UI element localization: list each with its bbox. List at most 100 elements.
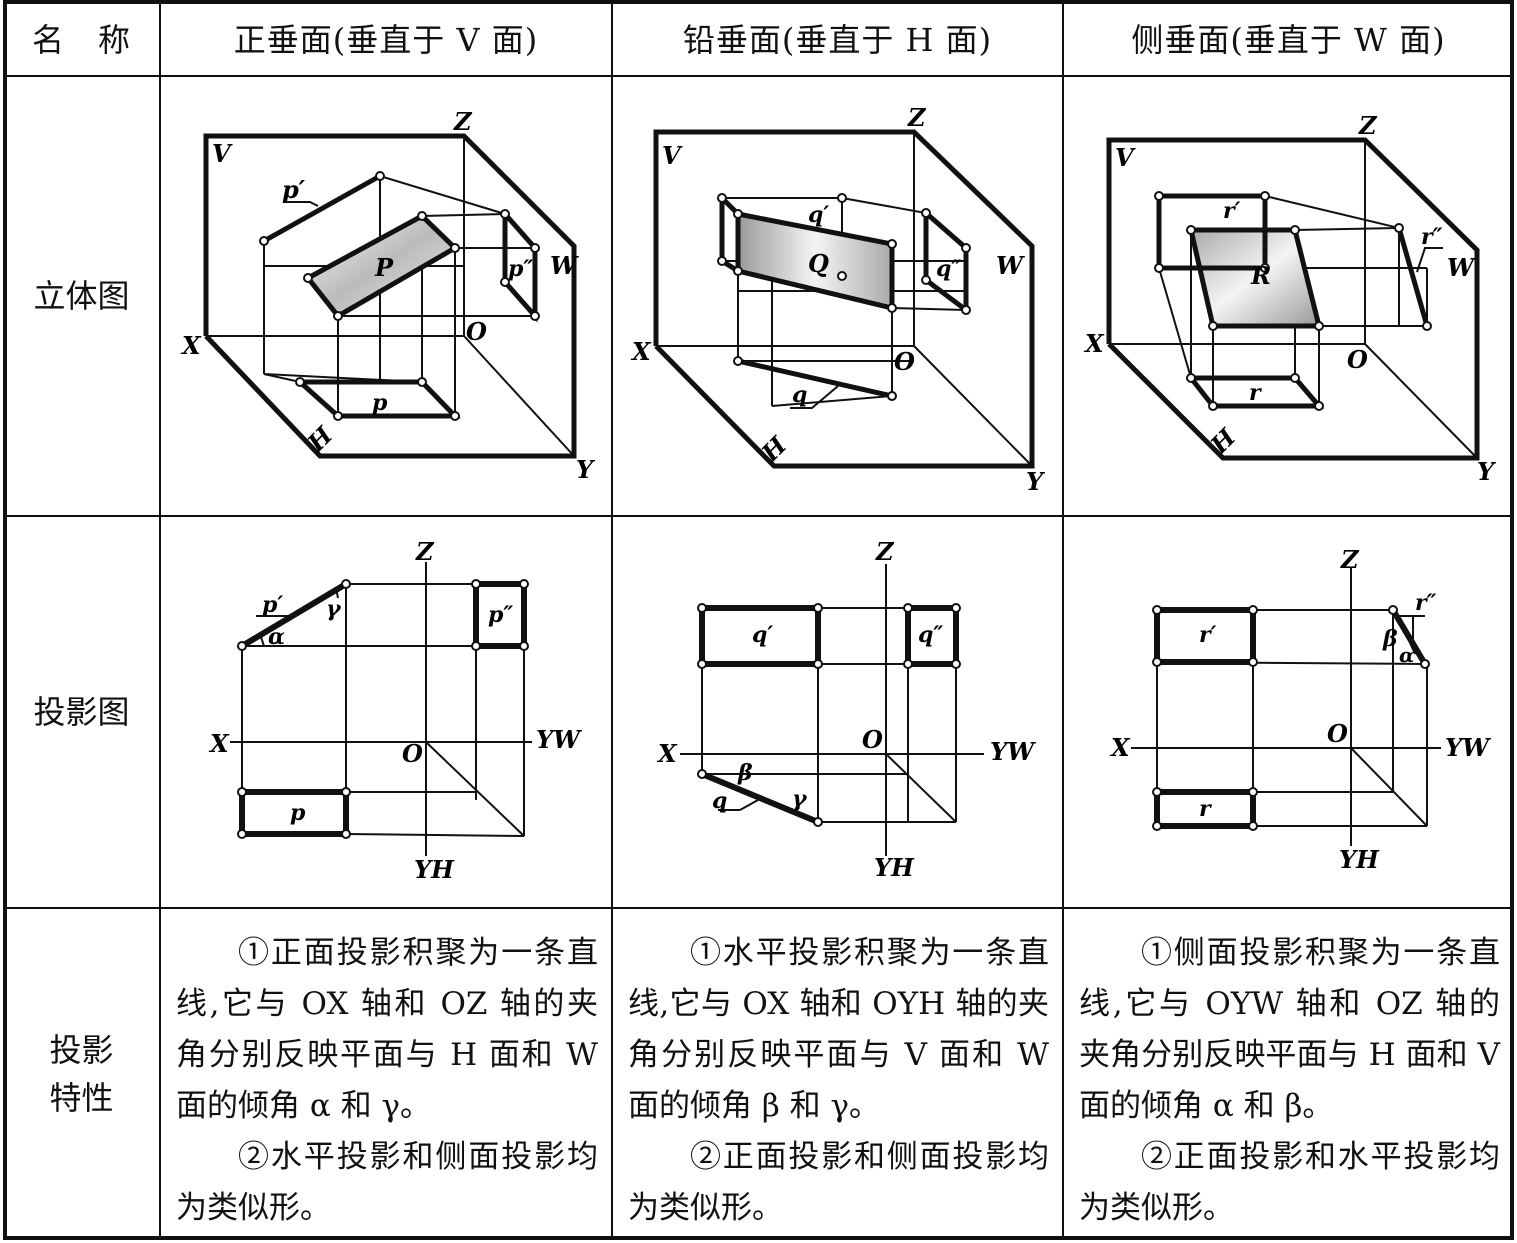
row-label-properties-line2: 特性 [49,1079,114,1117]
side-projection-p [473,581,527,649]
label-front-q: q′ [752,622,773,648]
properties-col1-p1: ①正面投影积聚为一条直线,它与 OX 轴和 OZ 轴的夹角分别反映平面与 H 面… [176,935,598,1124]
label-axis-x: X [208,729,230,758]
side-projection-r [1396,227,1430,327]
top-projection-q [737,358,893,399]
label-axis-yh: YH [1339,845,1380,874]
label-origin: O [1327,719,1348,748]
top-projection-q [700,771,820,825]
properties-col2-p1: ①水平投影积聚为一条直线,它与 OX 轴和 OYH 轴的夹角分别反映平面与 V … [628,935,1049,1124]
projection-lines [241,583,525,837]
header-horizontal-perpendicular: 铅垂面(垂直于 H 面) [682,21,993,59]
label-top-q: q [792,382,807,408]
top-projection-p [239,789,349,837]
vertex-dots [1154,191,1432,411]
label-axis-z: Z [875,537,895,566]
projection-diagram-col2: q′ q″ q β γ Z X YW YH O [656,537,1036,882]
label-plane-v: V [1115,143,1136,172]
row-divider [3,515,1514,517]
side-projection-q [905,605,959,667]
label-axis-yh: YH [414,855,455,884]
label-top-r: r [1249,380,1262,406]
row-label-properties: 投影 特性 [3,908,160,1240]
table-border-left [3,0,7,1240]
properties-col3-p1: ①侧面投影积聚为一条直线,它与 OYW 轴和 OZ 轴的夹角分别反映平面与 H … [1079,935,1500,1124]
label-plane-h: H [1204,422,1242,460]
table-border-top [3,0,1514,4]
label-axis-z: Z [907,103,927,132]
label-front-r: r′ [1223,198,1241,224]
label-side-r: r″ [1415,590,1437,616]
properties-col2: ①水平投影积聚为一条直线,它与 OX 轴和 OYH 轴的夹角分别反映平面与 V … [612,908,1063,1240]
vertex-dots [717,193,971,401]
y-axis-line [913,345,1033,467]
column-divider [1062,0,1064,1240]
label-plane-q: Q [808,249,829,278]
properties-col3: ①侧面投影积聚为一条直线,它与 OYW 轴和 OZ 轴的夹角分别反映平面与 H … [1063,908,1514,1240]
label-front-r: r′ [1199,622,1217,648]
properties-col1: ①正面投影积聚为一条直线,它与 OX 轴和 OZ 轴的夹角分别反映平面与 H 面… [160,908,612,1240]
label-top-p: p [290,800,306,826]
label-axis-yw: YW [1445,733,1491,762]
label-plane-w: W [1447,253,1476,282]
label-axis-yh: YH [874,853,915,882]
label-axis-z: Z [415,537,435,566]
vertex-dots [1152,605,1430,831]
label-axis-x: X [1109,733,1131,762]
properties-col2-p2: ②正面投影和侧面投影均为类似形。 [628,1139,1049,1226]
label-front-p: p′ [262,592,283,618]
vertex-dots [697,603,961,827]
row-label-properties-line1: 投影 [49,1031,114,1069]
label-plane-v: V [212,139,233,168]
label-angle-beta: β [737,760,753,786]
table-border-bottom [3,1236,1514,1240]
label-side-q: q″ [918,622,943,648]
label-plane-p: P [374,253,394,282]
label-plane-h: H [755,430,793,468]
table-border-right [1510,0,1514,1240]
label-axis-yw: YW [536,725,582,754]
label-side-q: q″ [936,256,961,282]
row-divider [3,907,1514,909]
label-axis-y: Y [1026,467,1046,496]
label-front-p: p′ [282,175,306,204]
label-plane-w: W [996,251,1025,280]
stereo-diagram-col3: r′ R r″ r Z X Y O V W H [1083,111,1497,486]
label-axis-x: X [630,337,652,366]
front-projection-r [1154,607,1256,665]
projection-table: 名 称 正垂面(垂直于 V 面) 铅垂面(垂直于 H 面) 侧垂面(垂直于 W … [3,0,1514,1240]
projection-box-frame [1106,137,1480,461]
header-profile-perpendicular: 侧垂面(垂直于 W 面) [1131,21,1446,59]
label-axis-z: Z [1358,111,1378,140]
column-divider [159,0,161,1240]
vertex-dots [259,171,540,421]
label-plane-h: H [301,420,339,458]
projection-diagram-col1: p′ α γ p″ p Z X YW YH O [208,537,582,884]
y-axis-line [1364,343,1478,459]
axes [680,564,984,856]
label-axis-x: X [656,739,678,768]
label-top-p: p [372,390,388,416]
vertex-dots [237,579,529,839]
label-origin: O [862,725,883,754]
leader-line [284,201,319,207]
label-front-q: q′ [808,202,829,228]
label-axis-yw: YW [990,737,1036,766]
label-angle-alpha: α [268,624,285,650]
header-frontal-perpendicular: 正垂面(垂直于 V 面) [233,21,539,59]
projection-box-frame [203,133,577,459]
front-projection-p [240,581,348,649]
label-axis-z: Z [1340,545,1360,574]
label-origin: O [402,739,423,768]
properties-col1-p2: ②水平投影和侧面投影均为类似形。 [176,1139,598,1226]
stereo-diagram-col2: q′ Q q″ q Z X Y O V W H [630,103,1046,496]
label-top-q: q [712,788,727,814]
axes [1131,568,1441,846]
top-projection-r [1154,789,1256,829]
row-divider [3,75,1514,77]
label-axis-y: Y [576,455,596,484]
label-axis-x: X [1083,329,1105,358]
label-angle-alpha: α [1399,643,1414,667]
label-axis-x: X [180,331,202,360]
front-projection-q [699,605,821,667]
